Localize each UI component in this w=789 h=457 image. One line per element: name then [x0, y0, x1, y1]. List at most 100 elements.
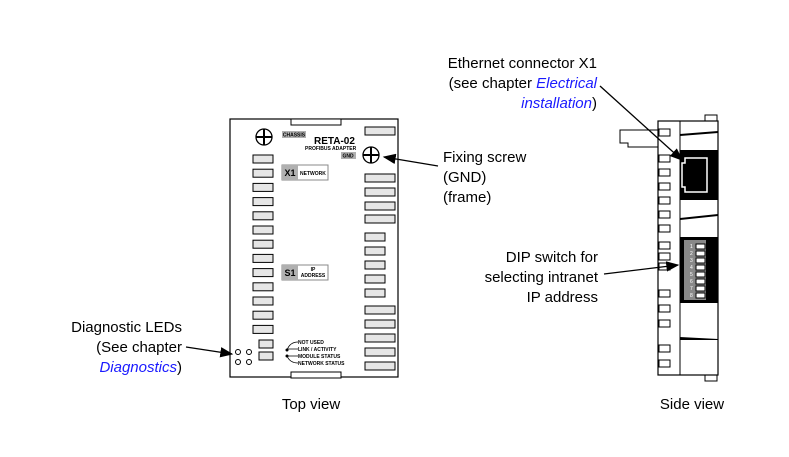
top-view-caption: Top view: [282, 396, 341, 413]
slot: [252, 182, 274, 192]
slot: [695, 250, 706, 257]
dip-number: 7: [690, 286, 693, 292]
led-label: MODULE STATUS: [298, 354, 341, 360]
slot: [658, 154, 671, 163]
dip-number: 5: [690, 272, 693, 278]
slot: [658, 304, 671, 313]
slot: [658, 359, 671, 368]
slot: [695, 278, 706, 285]
slot: [364, 201, 396, 211]
slot: [364, 246, 386, 256]
subtitle-label: PROFIBUS ADAPTER: [305, 146, 357, 152]
arrow: [185, 346, 234, 358]
left-slots: [252, 154, 274, 334]
screw-callout-line3: (frame): [443, 189, 491, 206]
led-icons: [235, 349, 252, 365]
slot: [658, 319, 671, 328]
slot: [695, 264, 706, 271]
slot: [695, 292, 706, 299]
dip-callout-line1: DIP switch for: [506, 249, 598, 266]
slot: [695, 285, 706, 292]
slot: [364, 288, 386, 298]
led-callout-line3: Diagnostics): [99, 359, 182, 376]
slot: [658, 344, 671, 353]
dip-number: 4: [690, 265, 693, 271]
slot: [658, 252, 671, 261]
slot: [364, 361, 396, 371]
chassis-label: CHASSIS: [283, 133, 306, 139]
slot: [252, 310, 274, 320]
slot: [658, 210, 671, 219]
slot: [364, 126, 396, 136]
slot: [252, 296, 274, 306]
slot: [252, 197, 274, 207]
side-view-caption: Side view: [660, 396, 724, 413]
diagnostics-link[interactable]: Diagnostics: [99, 359, 177, 376]
dip-number: 2: [690, 251, 693, 257]
slot: [695, 271, 706, 278]
slot: [364, 232, 386, 242]
x1-id: X1: [284, 168, 295, 178]
arrow: [603, 261, 680, 275]
screw-callout-line1: Fixing screw: [443, 149, 527, 166]
slot: [364, 333, 396, 343]
led-callout-line2: (See chapter: [96, 339, 182, 356]
ethernet-callout-line1: Ethernet connector X1: [448, 55, 597, 72]
slot: [658, 182, 671, 191]
slot: [658, 289, 671, 298]
slot: [252, 282, 274, 292]
slot: [364, 214, 396, 224]
dip-callout-line2: selecting intranet: [485, 269, 599, 286]
slot: [252, 211, 274, 221]
s1-label-2: ADDRESS: [301, 273, 326, 279]
slot: [364, 319, 396, 329]
slot: [252, 239, 274, 249]
led-callout-line1: Diagnostic LEDs: [71, 319, 182, 336]
gnd-screw-icon: [362, 146, 380, 164]
slot: [252, 154, 274, 164]
ethernet-callout-line3: installation): [521, 95, 597, 112]
x1-label: NETWORK: [300, 171, 326, 177]
slot: [364, 305, 396, 315]
model-label: RETA-02: [314, 136, 355, 147]
slot: [252, 268, 274, 278]
dip-number: 3: [690, 258, 693, 264]
screw-icon: [255, 128, 273, 146]
slot: [364, 260, 386, 270]
screw-callout-line2: (GND): [443, 169, 486, 186]
dip-number: 8: [690, 293, 693, 299]
slot: [658, 241, 671, 250]
slot: [658, 196, 671, 205]
slot: [364, 274, 386, 284]
electrical-installation-link[interactable]: Electrical: [536, 75, 598, 92]
slot: [364, 187, 396, 197]
bottom-tab: [290, 371, 342, 379]
slot: [695, 257, 706, 264]
top-view: CHASSIS RETA-02 PROFIBUS ADAPTER GND X1 …: [229, 118, 399, 413]
gnd-label: GND: [342, 154, 354, 160]
slot: [658, 128, 671, 137]
slot: [252, 225, 274, 235]
slot: [364, 347, 396, 357]
electrical-installation-link[interactable]: installation: [521, 95, 592, 112]
dip-callout-line3: IP address: [527, 289, 598, 306]
led-label: NETWORK STATUS: [298, 361, 345, 367]
led-label: NOT USED: [298, 340, 324, 346]
right-slots: [364, 126, 396, 371]
s1-id: S1: [284, 268, 295, 278]
arrow: [599, 85, 683, 161]
dip-number: 1: [690, 244, 693, 250]
slot: [252, 253, 274, 263]
arrow: [382, 153, 439, 167]
slot: [252, 168, 274, 178]
led-label: LINK / ACTIVITY: [298, 347, 337, 353]
slot: [364, 173, 396, 183]
slot: [658, 224, 671, 233]
slot: [695, 243, 706, 250]
ethernet-callout-line2: (see chapter Electrical: [449, 75, 598, 92]
top-tab: [290, 118, 342, 126]
s1-label-1: IP: [311, 267, 316, 273]
slot: [252, 324, 274, 334]
